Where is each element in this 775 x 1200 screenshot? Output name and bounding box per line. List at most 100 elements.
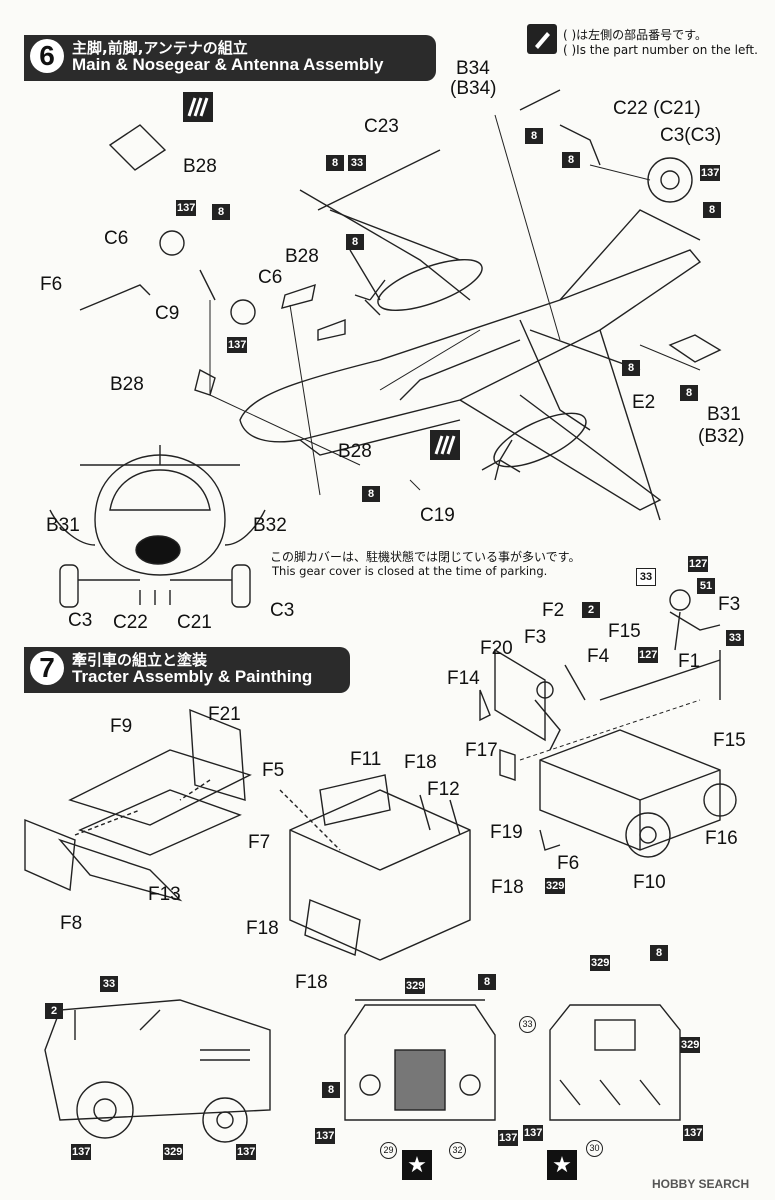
part-box-137: 137 xyxy=(523,1125,544,1141)
step7-header: 7 牽引車の組立と塗装 Tracter Assembly & Painthing xyxy=(24,647,350,693)
paint-circle-30: 30 xyxy=(586,1140,603,1157)
label-f8: F8 xyxy=(60,913,83,934)
label-f6: F6 xyxy=(40,274,63,295)
part-box-127: 127 xyxy=(638,647,659,663)
label-f6-tractor: F6 xyxy=(557,853,580,874)
part-box-137: 137 xyxy=(227,337,248,353)
label-c22: C22 (C21) xyxy=(613,98,701,119)
label-b28-mid: B28 xyxy=(285,246,319,267)
part-box-8: 8 xyxy=(650,945,668,961)
label-b32-paren: (B32) xyxy=(698,426,745,447)
label-e2: E2 xyxy=(632,392,656,413)
label-c6-left: C6 xyxy=(104,228,129,249)
label-f10: F10 xyxy=(633,872,666,893)
label-front-b32: B32 xyxy=(253,515,287,536)
part-box-8: 8 xyxy=(562,152,580,168)
decal-stripes-icon xyxy=(183,92,213,122)
label-f5: F5 xyxy=(262,760,285,781)
gear-note-en: This gear cover is closed at the time of… xyxy=(272,564,548,578)
part-box-329: 329 xyxy=(405,978,426,994)
step6-number: 6 xyxy=(30,39,64,73)
label-f12: F12 xyxy=(427,779,460,800)
part-box-329: 329 xyxy=(163,1144,184,1160)
part-box-329: 329 xyxy=(545,878,566,894)
label-f14: F14 xyxy=(447,668,480,689)
part-box-33: 33 xyxy=(726,630,744,646)
label-front-c21: C21 xyxy=(177,612,212,633)
label-b31: B31 xyxy=(707,404,741,425)
note-jp: ( )は左側の部品番号です。 xyxy=(563,28,707,42)
paint-circle-32: 32 xyxy=(449,1142,466,1159)
label-f18-bottom: F18 xyxy=(295,972,328,993)
label-front-c3-left: C3 xyxy=(68,610,93,631)
aircraft-front-view-drawing xyxy=(49,445,266,608)
paint-circle-33: 33 xyxy=(519,1016,536,1033)
label-front-c22: C22 xyxy=(113,612,148,633)
engine-nacelle-drawing xyxy=(349,249,587,481)
step6-title-jp: 主脚,前脚,アンテナの組立 xyxy=(72,39,248,57)
part-box-137: 137 xyxy=(700,165,721,181)
label-b34-paren: (B34) xyxy=(450,78,497,99)
part-box-51: 51 xyxy=(697,578,715,594)
label-f1: F1 xyxy=(678,651,701,672)
label-f7: F7 xyxy=(248,832,271,853)
label-f13: F13 xyxy=(148,884,181,905)
antenna-c23-drawing xyxy=(317,149,441,211)
part-box-329: 329 xyxy=(680,1037,701,1053)
step7-number: 7 xyxy=(30,651,64,685)
label-f21: F21 xyxy=(208,704,241,725)
part-box-137: 137 xyxy=(315,1128,336,1144)
part-box-8: 8 xyxy=(703,202,721,218)
paint-circle-29: 29 xyxy=(380,1142,397,1159)
label-front-c3-right: C3 xyxy=(270,600,295,621)
label-f17: F17 xyxy=(465,740,498,761)
aircraft-fuselage-drawing xyxy=(239,189,702,521)
step7-title-en: Tracter Assembly & Painthing xyxy=(72,667,313,686)
label-f3-right: F3 xyxy=(718,594,741,615)
watermark: HOBBY SEARCH xyxy=(652,1177,750,1191)
label-c19: C19 xyxy=(420,505,455,526)
tractor-assembly-drawing xyxy=(479,589,737,858)
label-f18-top: F18 xyxy=(404,752,437,773)
part-box-8: 8 xyxy=(622,360,640,376)
label-front-b31: B31 xyxy=(46,515,80,536)
label-f15-top: F15 xyxy=(608,621,641,642)
part-box-8: 8 xyxy=(346,234,364,250)
step6-header: 6 主脚,前脚,アンテナの組立 Main & Nosegear & Antenn… xyxy=(24,35,436,81)
part-box-137: 137 xyxy=(236,1144,257,1160)
part-box-8: 8 xyxy=(322,1082,340,1098)
part-box-33: 33 xyxy=(100,976,118,992)
step7-title-jp: 牽引車の組立と塗装 xyxy=(72,651,208,669)
label-f20: F20 xyxy=(480,638,513,659)
tractor-body-f9-f13-drawing xyxy=(24,708,252,902)
part-box-137: 137 xyxy=(71,1144,92,1160)
label-c9: C9 xyxy=(155,303,180,324)
step6-title-en: Main & Nosegear & Antenna Assembly xyxy=(72,55,384,74)
label-f9: F9 xyxy=(110,716,133,737)
part-box-2: 2 xyxy=(45,1003,63,1019)
part-box-8: 8 xyxy=(478,974,496,990)
tractor-rear-view-drawing xyxy=(549,1004,681,1121)
part-box-8: 8 xyxy=(212,204,230,220)
label-b28-top: B28 xyxy=(183,156,217,177)
label-f15-right: F15 xyxy=(713,730,746,751)
part-box-33: 33 xyxy=(348,155,366,171)
label-c6-right: C6 xyxy=(258,267,283,288)
part-box-8: 8 xyxy=(362,486,380,502)
label-c23: C23 xyxy=(364,116,399,137)
note-en: ( )Is the part number on the left. xyxy=(563,43,758,57)
part-box-33: 33 xyxy=(636,568,656,586)
label-f18-right: F18 xyxy=(491,877,524,898)
part-box-127: 127 xyxy=(688,556,709,572)
label-f11: F11 xyxy=(350,749,382,770)
part-box-8: 8 xyxy=(680,385,698,401)
label-f19: F19 xyxy=(490,822,523,843)
pen-brush-icon xyxy=(527,24,557,54)
label-b34: B34 xyxy=(456,58,490,79)
part-box-137: 137 xyxy=(683,1125,704,1141)
tractor-chassis-f7-f11-drawing xyxy=(279,774,471,961)
label-f2: F2 xyxy=(542,600,565,621)
label-f18-left: F18 xyxy=(246,918,279,939)
part-box-2: 2 xyxy=(582,602,600,618)
